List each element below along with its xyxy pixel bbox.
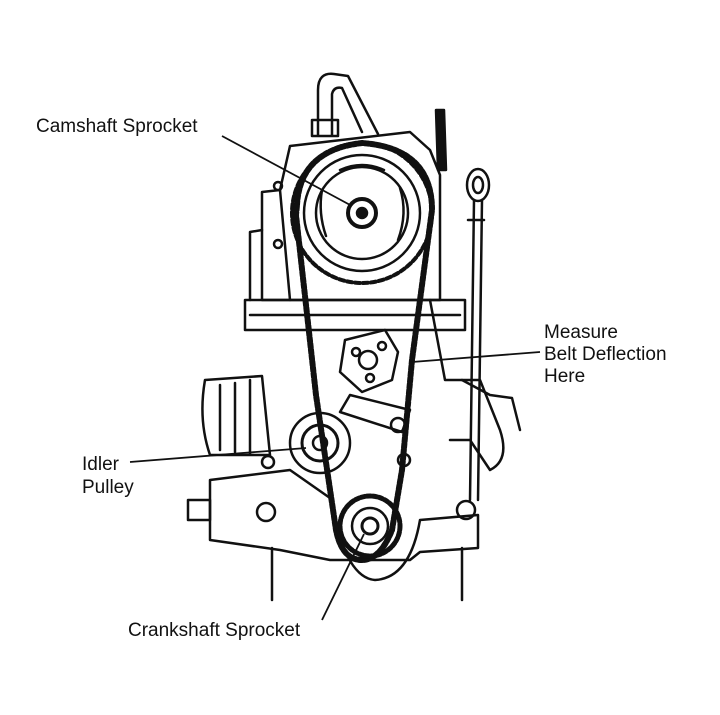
alternator <box>201 374 272 457</box>
dipstick <box>465 167 491 502</box>
measure-leader <box>411 351 541 363</box>
cylinder-head <box>243 298 467 332</box>
camshaft-leader <box>221 135 353 207</box>
crankshaft-sprocket-label: Crankshaft Sprocket <box>128 620 301 641</box>
idler-pulley <box>288 411 352 475</box>
water-pump <box>338 328 400 394</box>
camshaft-sprocket-label: Camshaft Sprocket <box>36 116 198 137</box>
idler-leader <box>129 447 307 463</box>
camshaft-sprocket <box>290 141 434 285</box>
crankshaft-sprocket <box>337 493 403 559</box>
idler-label-line1: Idler <box>82 454 119 475</box>
breather-pipe <box>316 72 380 137</box>
crankshaft-leader <box>321 533 365 621</box>
measure-label-line3: Here <box>544 366 586 387</box>
timing-cover-upper <box>278 130 442 302</box>
measure-label-line2: Belt Deflection <box>544 344 667 365</box>
measure-label-line1: Measure <box>544 322 618 343</box>
idler-label-line2: Pulley <box>82 477 134 498</box>
lower-block <box>208 468 480 582</box>
